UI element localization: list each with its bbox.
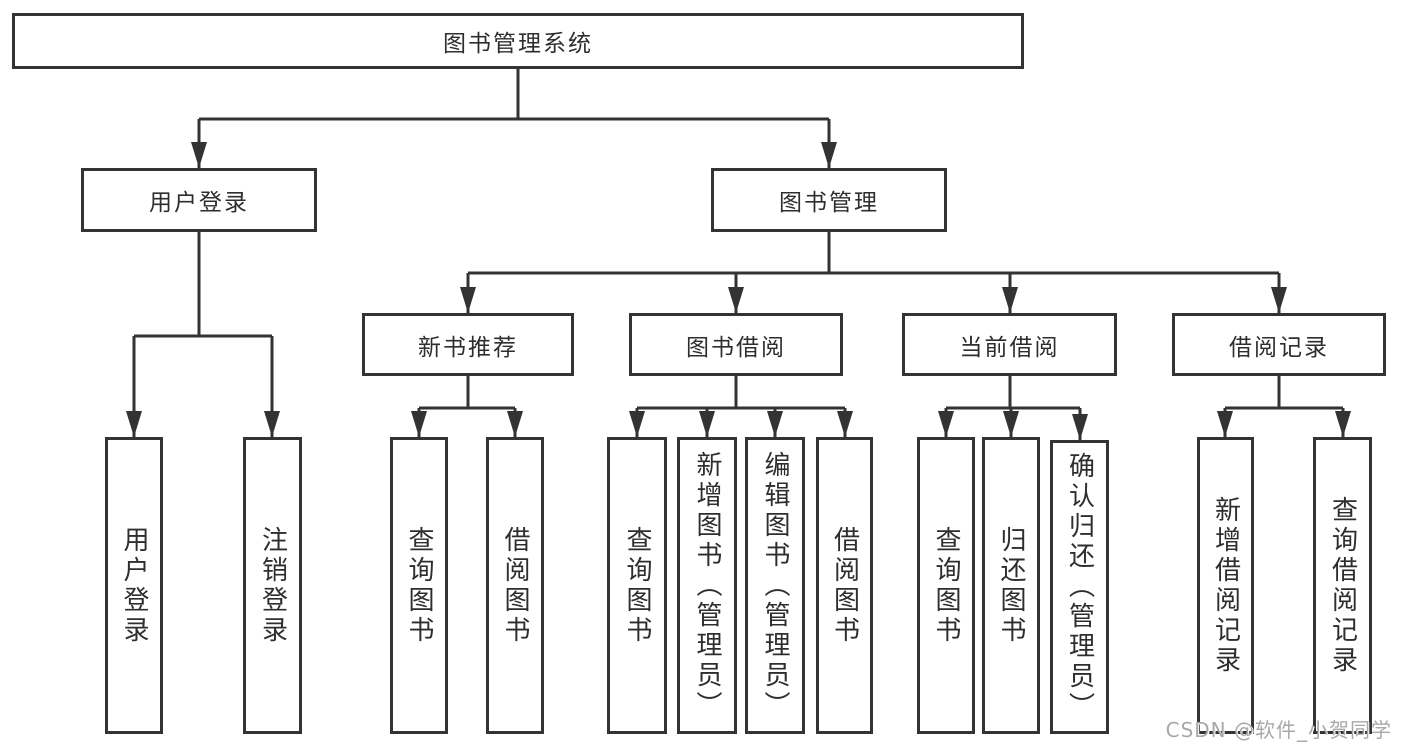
leaf-query-books-current: 查询图书 — [917, 437, 975, 734]
node-new-book-recommendation: 新书推荐 — [362, 313, 574, 376]
leaf-borrow-books-borrowing: 借阅图书 — [816, 437, 873, 734]
leaf-query-books-recommend: 查询图书 — [390, 437, 448, 734]
leaf-edit-books-admin: 编辑图书（管理员） — [745, 437, 805, 734]
leaf-query-books-borrowing: 查询图书 — [607, 437, 667, 734]
leaf-user-login: 用户登录 — [105, 437, 163, 734]
csdn-watermark: CSDN @软件_小贺同学 — [1165, 718, 1392, 742]
leaf-add-borrow-record: 新增借阅记录 — [1197, 437, 1254, 734]
node-user-login: 用户登录 — [81, 168, 317, 232]
node-book-borrowing: 图书借阅 — [629, 313, 843, 376]
leaf-logout: 注销登录 — [243, 437, 302, 734]
leaf-confirm-return-admin: 确认归还（管理员） — [1050, 440, 1109, 734]
node-borrowing-records: 借阅记录 — [1172, 313, 1386, 376]
leaf-borrow-books-recommend: 借阅图书 — [486, 437, 544, 734]
node-book-management: 图书管理 — [711, 168, 947, 232]
node-current-borrowing: 当前借阅 — [902, 313, 1117, 376]
leaf-query-borrow-record: 查询借阅记录 — [1313, 437, 1372, 734]
node-book-management-system: 图书管理系统 — [12, 13, 1024, 69]
leaf-add-books-admin: 新增图书（管理员） — [677, 437, 737, 734]
leaf-return-books: 归还图书 — [982, 437, 1040, 734]
